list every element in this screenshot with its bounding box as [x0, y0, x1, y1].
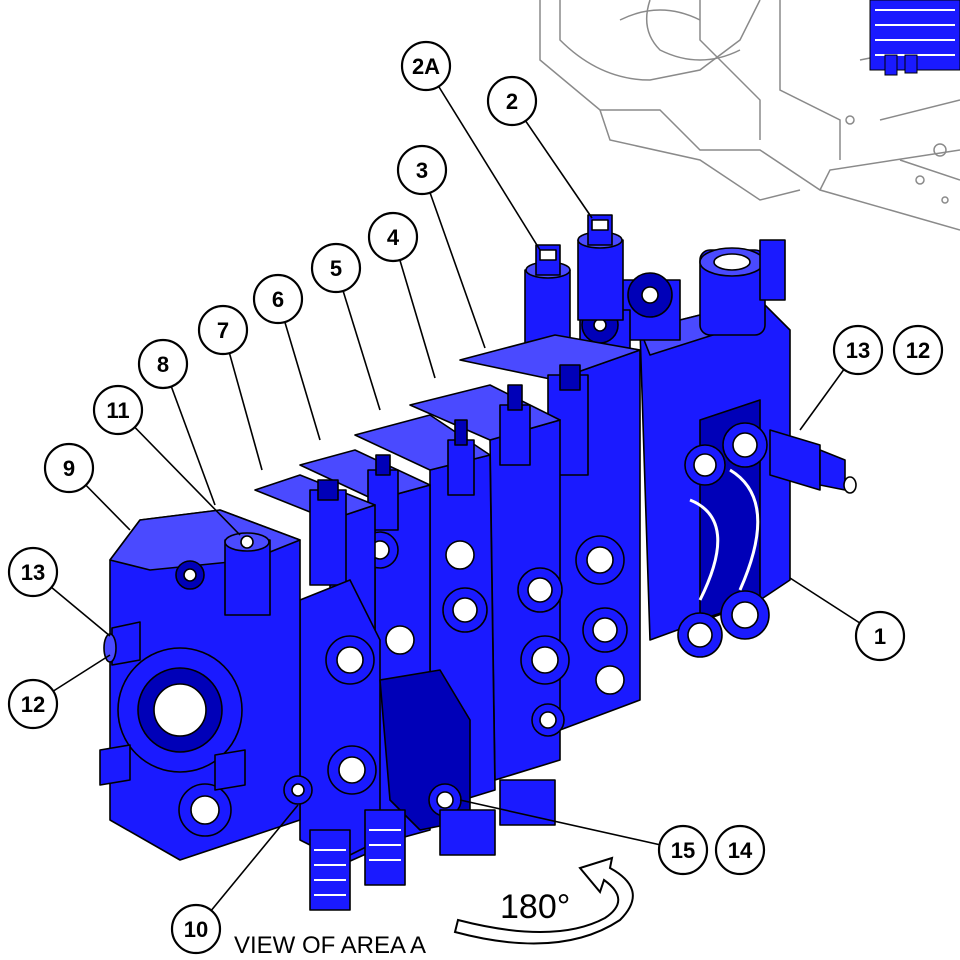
bottom-relief-valves — [283, 775, 556, 911]
callout-8: 8 — [137, 338, 189, 390]
callout-11: 11 — [92, 384, 144, 436]
callout-6-label: 6 — [272, 287, 284, 312]
cartridge-valve-2a — [524, 244, 571, 351]
callout-6: 6 — [252, 273, 304, 325]
callout-2: 2 — [486, 75, 538, 127]
right-port-fitting — [769, 429, 857, 494]
callout-3-label: 3 — [416, 158, 428, 183]
valve-section-3 — [459, 334, 641, 731]
callout-11-label: 11 — [106, 398, 129, 423]
callout-12-left: 12 — [7, 678, 59, 730]
callout-13-right-label: 13 — [846, 338, 870, 363]
callout-8-label: 8 — [157, 352, 169, 377]
valve-front-casting — [299, 579, 471, 861]
callout-9: 9 — [43, 442, 95, 494]
lower-left-plug — [99, 744, 246, 791]
callout-13-right: 13 — [832, 324, 884, 376]
callout-2a-label: 2A — [412, 54, 440, 79]
callout-9-label: 9 — [63, 456, 75, 481]
callout-2-label: 2 — [506, 89, 518, 114]
valve-section-4 — [409, 384, 570, 781]
callout-13-left: 13 — [7, 546, 59, 598]
background-machine-frame — [539, 0, 960, 231]
callout-1: 1 — [854, 610, 906, 662]
callout-15: 15 — [657, 824, 709, 876]
callout-5: 5 — [310, 242, 362, 294]
callout-12-right: 12 — [892, 324, 944, 376]
callout-4: 4 — [367, 211, 419, 263]
callout-14: 14 — [714, 824, 766, 876]
control-valve-assembly — [99, 214, 857, 911]
callout-3: 3 — [396, 144, 448, 196]
callout-7-label: 7 — [217, 318, 229, 343]
callout-14-label: 14 — [728, 838, 753, 863]
rotation-arrow-icon — [453, 856, 634, 945]
view-caption: VIEW OF AREA A — [234, 932, 426, 959]
background-valve-miniature — [869, 0, 960, 76]
callout-10: 10 — [170, 903, 222, 955]
rotation-label: 180° — [500, 888, 570, 926]
callout-4-label: 4 — [387, 225, 400, 250]
callout-7: 7 — [197, 304, 249, 356]
left-port-plug — [103, 621, 141, 666]
cartridge-valve-2 — [577, 214, 624, 321]
callout-1-label: 1 — [874, 624, 886, 649]
callout-2a: 2A — [400, 40, 452, 92]
callout-10-label: 10 — [184, 917, 208, 942]
callout-13-left-label: 13 — [21, 560, 45, 585]
callout-15-label: 15 — [671, 838, 695, 863]
callout-12-left-label: 12 — [21, 692, 45, 717]
callout-12-right-label: 12 — [906, 338, 930, 363]
valve-section-1 — [639, 299, 791, 658]
callout-5-label: 5 — [330, 256, 342, 281]
inlet-section — [109, 509, 301, 861]
